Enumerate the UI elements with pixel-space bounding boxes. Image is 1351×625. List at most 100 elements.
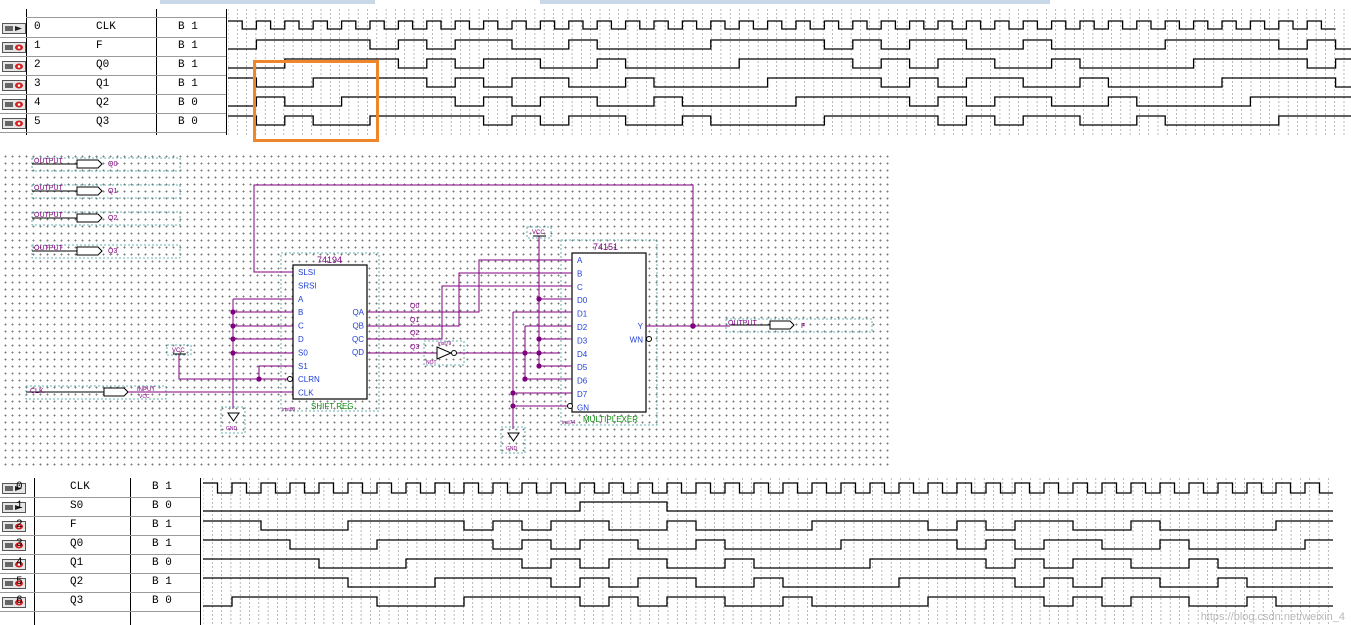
vcc-frame[interactable] <box>526 226 552 239</box>
column-divider <box>200 478 201 625</box>
signal-icon-cell[interactable] <box>2 41 30 54</box>
signal-icon-cell[interactable] <box>2 539 30 552</box>
signal-value: B 0 <box>178 97 198 109</box>
q2-wave <box>228 96 1351 107</box>
row-divider <box>0 573 200 574</box>
row-divider <box>0 113 226 114</box>
output-q0-frame[interactable] <box>31 157 181 172</box>
gnd-icon <box>227 412 240 422</box>
mux-inst: inst74 <box>562 420 576 426</box>
signal-icon-cell[interactable] <box>2 520 30 533</box>
shift-reg-inst: inst89 <box>282 407 296 413</box>
inverter-icon <box>436 346 453 360</box>
shift-reg-frame[interactable] <box>280 252 380 412</box>
output-pin-icon <box>2 521 26 532</box>
signal-value: B 0 <box>152 557 172 569</box>
mux-caption: MULTIPLEXER <box>583 415 638 424</box>
row-divider <box>0 554 200 555</box>
signal-value: B 1 <box>152 576 172 588</box>
pin-wn: WN <box>630 335 644 344</box>
output-q1-frame[interactable] <box>31 184 181 199</box>
pin-c: C <box>298 322 304 331</box>
q3-wave <box>228 115 1351 126</box>
output-q2-frame[interactable] <box>31 211 181 226</box>
top-strip-segment <box>160 0 375 4</box>
top-waveform-canvas <box>228 9 1351 137</box>
row-divider <box>0 37 226 38</box>
pin-d1: D1 <box>577 310 588 319</box>
net-label-q1: Q1 <box>410 317 419 324</box>
signal-icon-cell[interactable] <box>2 79 30 92</box>
output-label-q0: Q0 <box>108 161 117 168</box>
shift-reg-chip[interactable] <box>292 264 368 400</box>
row-divider <box>0 75 226 76</box>
output-pin-icon <box>76 213 103 223</box>
output-pin-icon <box>2 578 26 589</box>
pin-clk: CLK <box>298 389 314 398</box>
output-tag: OUTPUT <box>34 212 64 219</box>
clk-input-frame[interactable] <box>25 385 167 400</box>
q2-wave <box>203 577 1333 588</box>
signal-index: 0 <box>34 21 41 33</box>
signal-icon-cell[interactable] <box>2 22 30 35</box>
f-wave <box>228 39 1351 50</box>
output-pin-icon <box>2 42 26 53</box>
q1-wave <box>203 558 1333 569</box>
mux-name: 74151 <box>593 242 618 252</box>
pin-qc: QC <box>352 335 364 344</box>
signal-name: Q3 <box>96 116 110 128</box>
pin-d4: D4 <box>577 350 588 359</box>
clk-wave <box>228 20 1336 30</box>
row-divider <box>0 535 200 536</box>
signal-icon-cell[interactable] <box>2 482 30 495</box>
signal-icon-cell[interactable] <box>2 501 30 514</box>
signal-icon-cell[interactable] <box>2 98 30 111</box>
clk-net-label: CLK <box>30 388 44 395</box>
mux-chip[interactable] <box>571 252 647 413</box>
signal-index: 2 <box>16 519 23 531</box>
signal-icon-cell[interactable] <box>2 596 30 609</box>
signal-index: 0 <box>16 481 23 493</box>
signal-icon-cell[interactable] <box>2 577 30 590</box>
signal-name: CLK <box>70 481 90 493</box>
signal-icon-cell[interactable] <box>2 558 30 571</box>
output-pin-icon <box>76 159 103 169</box>
signal-name: Q2 <box>70 576 84 588</box>
signal-value: B 1 <box>178 21 198 33</box>
signal-name: S0 <box>70 500 84 512</box>
pin-a: A <box>298 295 304 304</box>
f-output-frame[interactable] <box>725 318 873 333</box>
mux-frame[interactable] <box>560 239 658 426</box>
gnd-icon <box>507 432 520 442</box>
q0-wave <box>203 539 1333 550</box>
q1-wave <box>228 77 1351 88</box>
signal-index: 5 <box>34 116 41 128</box>
row-divider <box>0 611 200 612</box>
column-divider <box>34 478 35 625</box>
signal-index: 1 <box>34 40 41 52</box>
output-pin-icon <box>2 61 26 72</box>
signal-icon-cell[interactable] <box>2 60 30 73</box>
signal-icon-cell[interactable] <box>2 117 30 130</box>
pin-gn: GN <box>577 403 589 412</box>
top-strip-segment <box>540 0 1050 4</box>
output-q3-frame[interactable] <box>31 244 181 259</box>
shift-reg-caption: SHIFT REG <box>311 402 354 411</box>
shift-reg-name: 74194 <box>317 255 342 265</box>
